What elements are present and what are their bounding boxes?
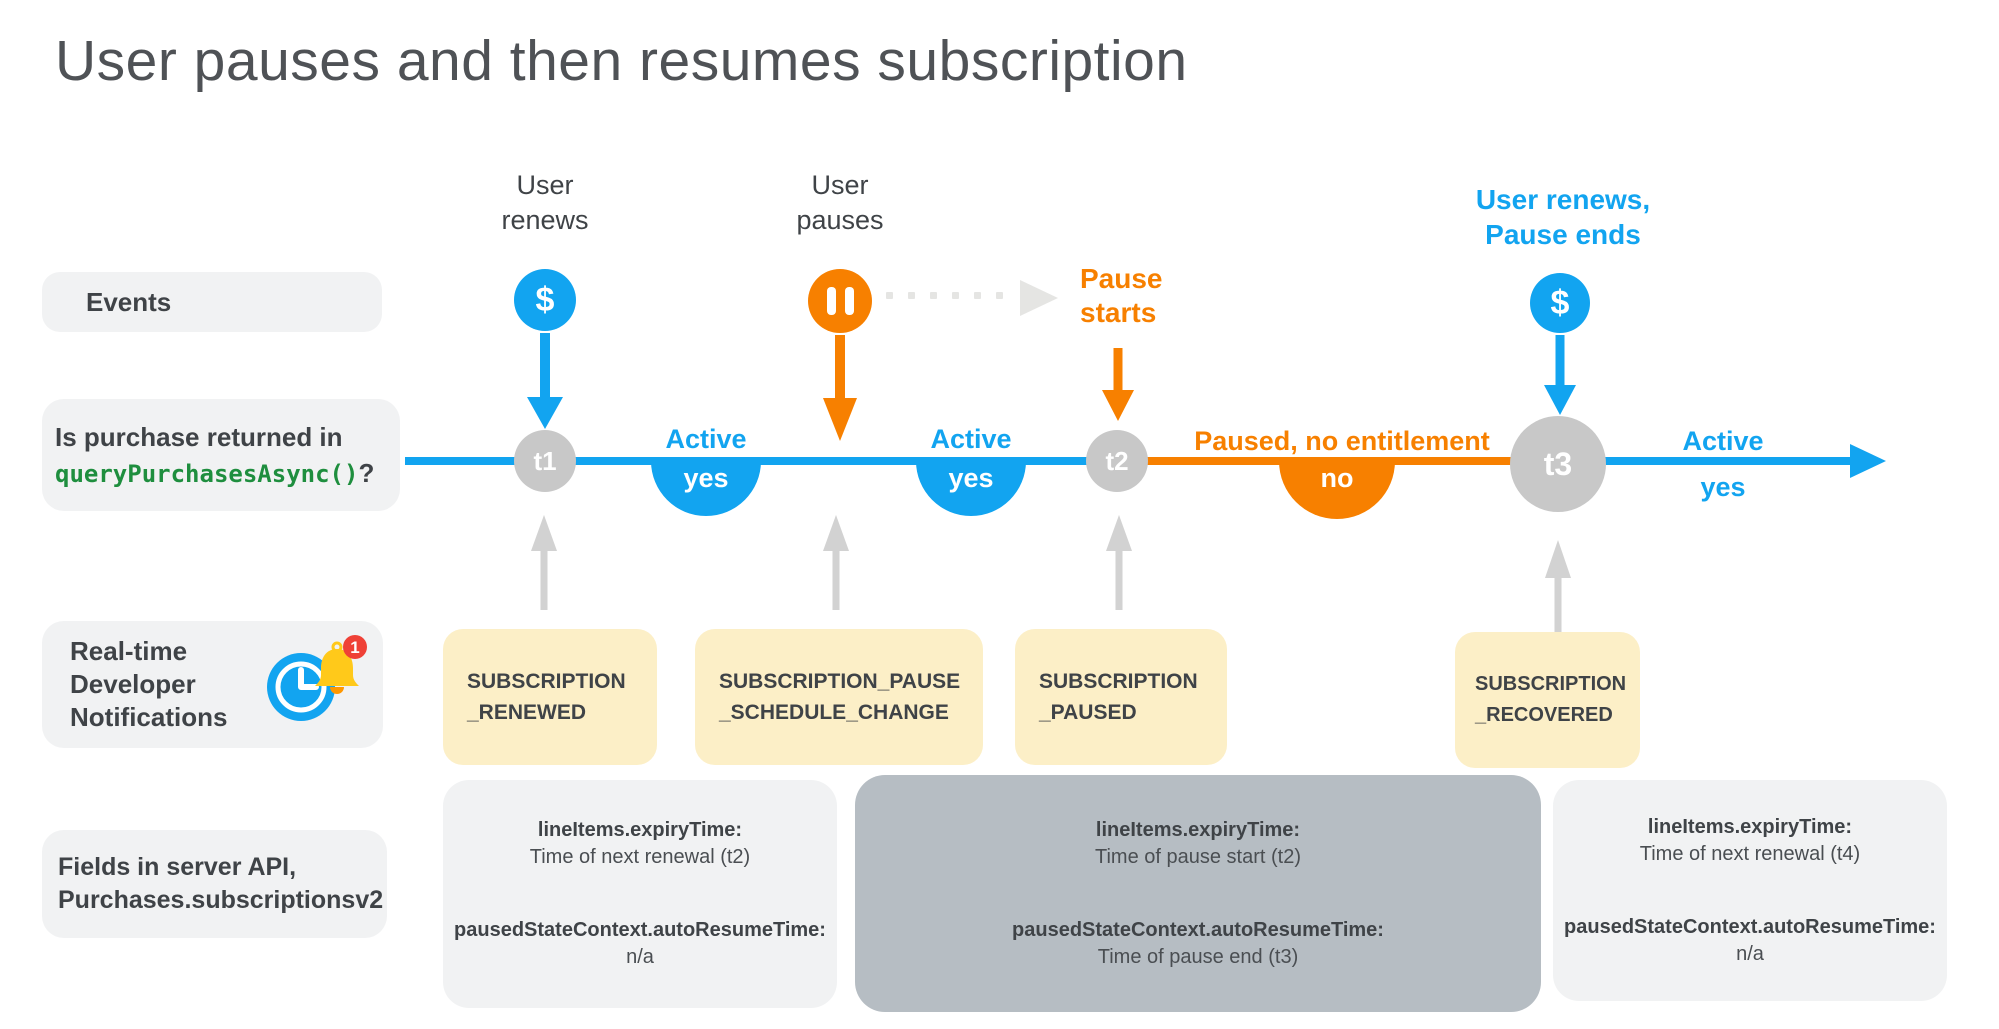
dotted-arrow-icon [886,280,1058,316]
field-key: pausedStateContext.autoResumeTime: [1564,915,1936,938]
pause-icon [808,269,872,333]
purchase-question-line1: Is purchase returned in [55,421,343,452]
state-yes-label-3: yes [1700,472,1746,502]
query-purchases-code: queryPurchasesAsync() [55,459,359,488]
dollar-icon: $ [1530,273,1590,333]
events-row-label: Events [42,272,382,332]
rtdn-up-arrows [531,515,1571,640]
state-active-label-3: Active [1682,426,1764,456]
field-key: lineItems.expiryTime: [1647,815,1853,838]
user-renews-pause-ends-label: User renews, Pause ends [1475,184,1651,250]
badge-count-icon: 1 [343,634,367,659]
field-value: Time of next renewal (t4) [1639,842,1861,865]
fields-box-paused: lineItems.expiryTime: Time of pause star… [855,775,1541,1012]
notification-clock-icon: 1 [267,634,367,721]
notification-subscription-pause-schedule-change: SUBSCRIPTION_PAUSE _SCHEDULE_CHANGE [695,629,983,765]
timeline-point-t1: t1 [514,430,576,492]
field-key: pausedStateContext.autoResumeTime: [1012,918,1384,941]
rtdn-label: Real-time Developer Notifications [70,636,228,732]
timeline-point-t2: t2 [1086,430,1148,492]
renew2-arrow-head-icon [1544,385,1576,415]
field-key: lineItems.expiryTime: [1095,818,1301,841]
purchase-question-label: Is purchase returned in queryPurchasesAs… [42,399,400,511]
fields-box-renewed: lineItems.expiryTime: Time of next renew… [443,780,837,1008]
fields-label-line2: Purchases.subscriptionsv2 [58,886,384,914]
timeline-arrowhead-icon [1850,444,1886,478]
state-paused-label: Paused, no entitlement [1194,426,1490,456]
state-active-label-1: Active [665,424,747,454]
bell-icon [315,641,359,694]
field-value: n/a [1736,942,1764,965]
pause-starts-arrow-head-icon [1102,390,1134,421]
fields-row-label: Fields in server API, Purchases.subscrip… [42,830,387,938]
field-value: n/a [626,946,654,968]
field-value: Time of pause start (t2) [1095,845,1301,868]
rtdn-row-label: Real-time Developer Notifications 1 [42,621,383,748]
events-label: Events [86,286,172,317]
purchase-question-line2: queryPurchasesAsync()? [55,455,400,492]
timeline-point-t3: t3 [1510,416,1606,512]
notification-subscription-recovered: SUBSCRIPTION _RECOVERED [1455,632,1640,768]
pause-arrow-head-icon [823,398,857,441]
field-key: lineItems.expiryTime: [537,819,743,841]
page-title: User pauses and then resumes subscriptio… [55,29,1188,93]
question-mark: ? [358,457,375,488]
user-renews-label: User renews [501,170,589,235]
field-key: pausedStateContext.autoResumeTime: [454,919,826,941]
field-value: Time of pause end (t3) [1097,945,1299,968]
renew1-arrow-head-icon [527,397,563,429]
fields-label-line1: Fields in server API, [58,853,297,881]
notification-subscription-renewed: SUBSCRIPTION _RENEWED [443,629,657,765]
state-active-label-2: Active [930,424,1012,454]
svg-text:1: 1 [350,638,359,657]
user-pauses-label: User pauses [796,170,884,235]
pause-starts-label: Pause starts [1080,263,1163,328]
field-value: Time of next renewal (t2) [529,846,751,868]
dollar-icon: $ [514,269,576,331]
fields-box-recovered: lineItems.expiryTime: Time of next renew… [1553,780,1947,1001]
notification-subscription-paused: SUBSCRIPTION _PAUSED [1015,629,1227,765]
